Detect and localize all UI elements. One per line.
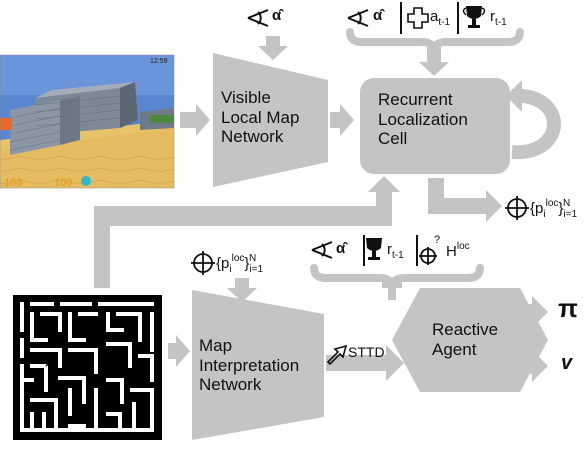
action-dpad-icon (407, 7, 429, 29)
reward-trophy-icon (366, 238, 382, 260)
block-label-line: Agent (432, 339, 477, 359)
index-lower: i=1 (249, 264, 264, 275)
agent-input-alpha: α̂ (336, 240, 345, 257)
first-person-view-image (0, 55, 174, 188)
reward-symbol: r (490, 8, 495, 25)
v-symbol: v (561, 352, 573, 374)
p-subscript: i (543, 209, 546, 220)
p-symbol: {p (530, 200, 544, 217)
block-label-line: Network (221, 127, 284, 147)
hud-armor: 100 (54, 177, 72, 189)
connector-arrows (94, 36, 548, 382)
h-superscript: loc (456, 241, 470, 252)
reward-symbol: r (387, 241, 392, 258)
block-label-line: Localization (378, 109, 468, 129)
map-interpretation-network-label: Map Interpretation Network (199, 336, 299, 395)
agent-input-hloc: Hloc (446, 241, 470, 260)
block-label-line: Network (199, 375, 262, 395)
h-symbol: H (446, 243, 457, 260)
alpha-hat-text: α̂ (272, 7, 282, 24)
p-symbol: {p (216, 255, 230, 272)
time-subscript: t-1 (495, 17, 507, 28)
view-angle-icon (311, 241, 333, 259)
block-label-line: Cell (378, 129, 408, 149)
arrow-min-to-agent (326, 345, 404, 381)
p-superscript: loc (231, 253, 245, 264)
rlc-input-reward: rt-1 (490, 8, 507, 29)
p-subscript: i (229, 264, 232, 275)
recurrent-localization-cell-block (360, 78, 510, 174)
top-input-brace (346, 28, 524, 53)
min-input-positions: {piloc}i=1N (216, 253, 263, 276)
arrow-vlmn-to-rlc (330, 104, 354, 136)
arrow-maze-to-min (168, 335, 190, 367)
alpha-hat-text: α̂ (373, 7, 383, 24)
arrow-agent-to-pi (522, 296, 548, 328)
time-subscript: t-1 (392, 250, 404, 261)
block-label-line: Recurrent (378, 90, 453, 109)
arrow-rlc-to-ploc (428, 178, 502, 222)
alpha-hat-text: α̂ (336, 240, 346, 257)
visible-local-map-network-label: Visible Local Map Network (221, 88, 299, 147)
brace-close: } (558, 200, 564, 217)
position-crosshair-icon (505, 196, 529, 220)
index-lower: i=1 (563, 209, 578, 220)
map-interpretation-network-block (192, 290, 324, 440)
reward-trophy-icon (462, 6, 486, 28)
rlc-input-action: at-1 (430, 8, 450, 29)
arrow-brace-to-agent (382, 282, 402, 300)
recurrent-self-loop-arrow (506, 80, 561, 160)
block-label-line: Interpretation (199, 355, 300, 375)
value-output-label: v (561, 352, 572, 375)
hud-item-icon (81, 176, 91, 186)
hud-counter: 12:59 (150, 58, 168, 65)
agent-input-reward: rt-1 (387, 241, 404, 262)
pi-symbol: π (558, 293, 578, 323)
question-mark: ? (434, 234, 441, 246)
hud-health: 100 (4, 177, 22, 189)
maze-map-image (13, 295, 162, 440)
position-crosshair-icon (419, 247, 437, 265)
position-crosshair-icon (191, 251, 215, 275)
agent-input-brace (310, 264, 484, 289)
alpha-hat-label: α̂ (272, 7, 281, 24)
rlc-input-alpha: α̂ (373, 7, 382, 24)
reactive-agent-block (392, 288, 548, 392)
arrow-alpha-to-vlmn (258, 36, 288, 60)
policy-output-label: π (558, 293, 578, 324)
p-superscript: loc (545, 198, 559, 209)
block-label-line: Map (199, 336, 233, 355)
index-upper: N (563, 198, 571, 209)
agent-input-question: ? (434, 234, 440, 247)
index-upper: N (249, 253, 257, 264)
time-subscript: t-1 (438, 17, 451, 28)
block-label-line: Visible (221, 88, 271, 107)
sttd-arrow-icon (326, 344, 348, 366)
action-symbol: a (430, 8, 439, 25)
brace-close: } (244, 255, 250, 272)
arrow-image-to-vlmn (180, 104, 210, 136)
arrow-brace-to-rlc (419, 42, 449, 76)
view-angle-icon (247, 9, 269, 27)
recurrent-localization-cell-label: Recurrent Localization Cell (378, 90, 468, 149)
sttd-label: STTD (348, 344, 385, 360)
view-angle-icon (347, 9, 369, 27)
block-label-line: Local Map (221, 107, 300, 127)
sttd-text: STTD (348, 344, 385, 360)
reactive-agent-label: Reactive Agent (432, 320, 498, 359)
arrow-ploc-to-min (227, 278, 257, 302)
visible-local-map-network-block (213, 53, 328, 187)
rlc-output-positions: {piloc}i=1N (530, 198, 577, 221)
arrow-agent-to-v (522, 350, 548, 382)
block-label-line: Reactive (432, 320, 499, 339)
